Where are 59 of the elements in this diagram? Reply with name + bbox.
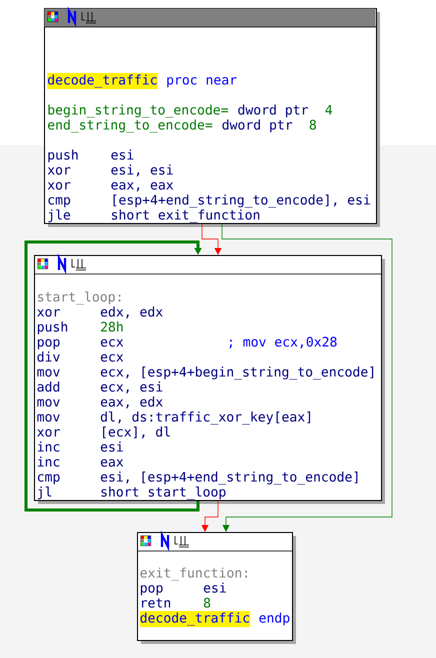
code-text: esi, esi [111,164,173,176]
code-text: push [38,322,68,334]
code-text: start_loop: [38,291,120,305]
code-text: cmp [48,197,70,208]
arrow [24,240,202,512]
code-text: esi [111,150,134,160]
code-text: inc [38,456,60,467]
code-text: 8 [310,120,316,130]
arrow [202,224,222,255]
code-text: ecx, esi [100,382,162,394]
code-text: mov [37,414,60,422]
code-text: 4 [325,104,332,114]
code-text: push [48,150,78,162]
code-text: eax, eax [111,182,174,192]
code-text: 28h [101,322,123,332]
code-text: dword ptr [222,120,292,132]
code-text: exit_function: [140,568,247,581]
code-text: cmp [38,474,60,484]
code-text: jle [48,209,70,222]
code-text: xor [37,309,60,317]
code-text: xor [48,167,70,175]
code-text: esi [204,582,226,593]
code-text: short exit_function [112,210,260,223]
code-text: ; mov ecx,0x28 [230,336,337,348]
code-text: pop [140,585,163,596]
code-text: endp [259,612,290,626]
code-text: add [38,382,60,392]
code-text: end_string_to_encode= [48,120,212,133]
code-block [136,532,296,644]
code-text: inc [38,442,60,452]
code-text: xor [48,182,70,190]
code-text: [esp+4+end_string_to_encode], esi [114,194,370,208]
code-block [44,8,380,227]
code-text: ecx [100,354,124,362]
code-text: xor [37,429,60,437]
code-text: proc near [167,77,237,88]
code-text: esi, [esp+4+end_string_to_encode] [100,472,358,485]
code-text: short start_loop [101,486,226,500]
code-text: [ecx], dl [103,426,170,438]
code-text: mov [37,369,60,377]
code-text: dl, ds:traffic_xor_key[eax] [100,411,310,425]
code-text: begin_string_to_encode= [48,104,228,118]
highlighted-name: decode_traffic [140,611,250,628]
arrow [222,224,392,532]
code-text: div [37,352,60,362]
code-text: 8 [204,598,210,608]
code-text: ecx [100,339,124,347]
highlighted-name: decode_traffic [47,73,158,90]
code-text: eax [100,459,124,467]
code-text: jl [38,486,52,500]
code-text: ecx, [esp+4+begin_string_to_encode] [100,366,374,380]
code-block [34,255,385,504]
code-text: eax, edx [100,396,163,408]
code-text: dword ptr [238,104,308,118]
code-text: esi [100,442,123,452]
code-text: retn [142,598,170,608]
code-text: mov [37,399,60,407]
code-text: edx, edx [100,306,163,318]
code-text: pop [38,339,60,350]
